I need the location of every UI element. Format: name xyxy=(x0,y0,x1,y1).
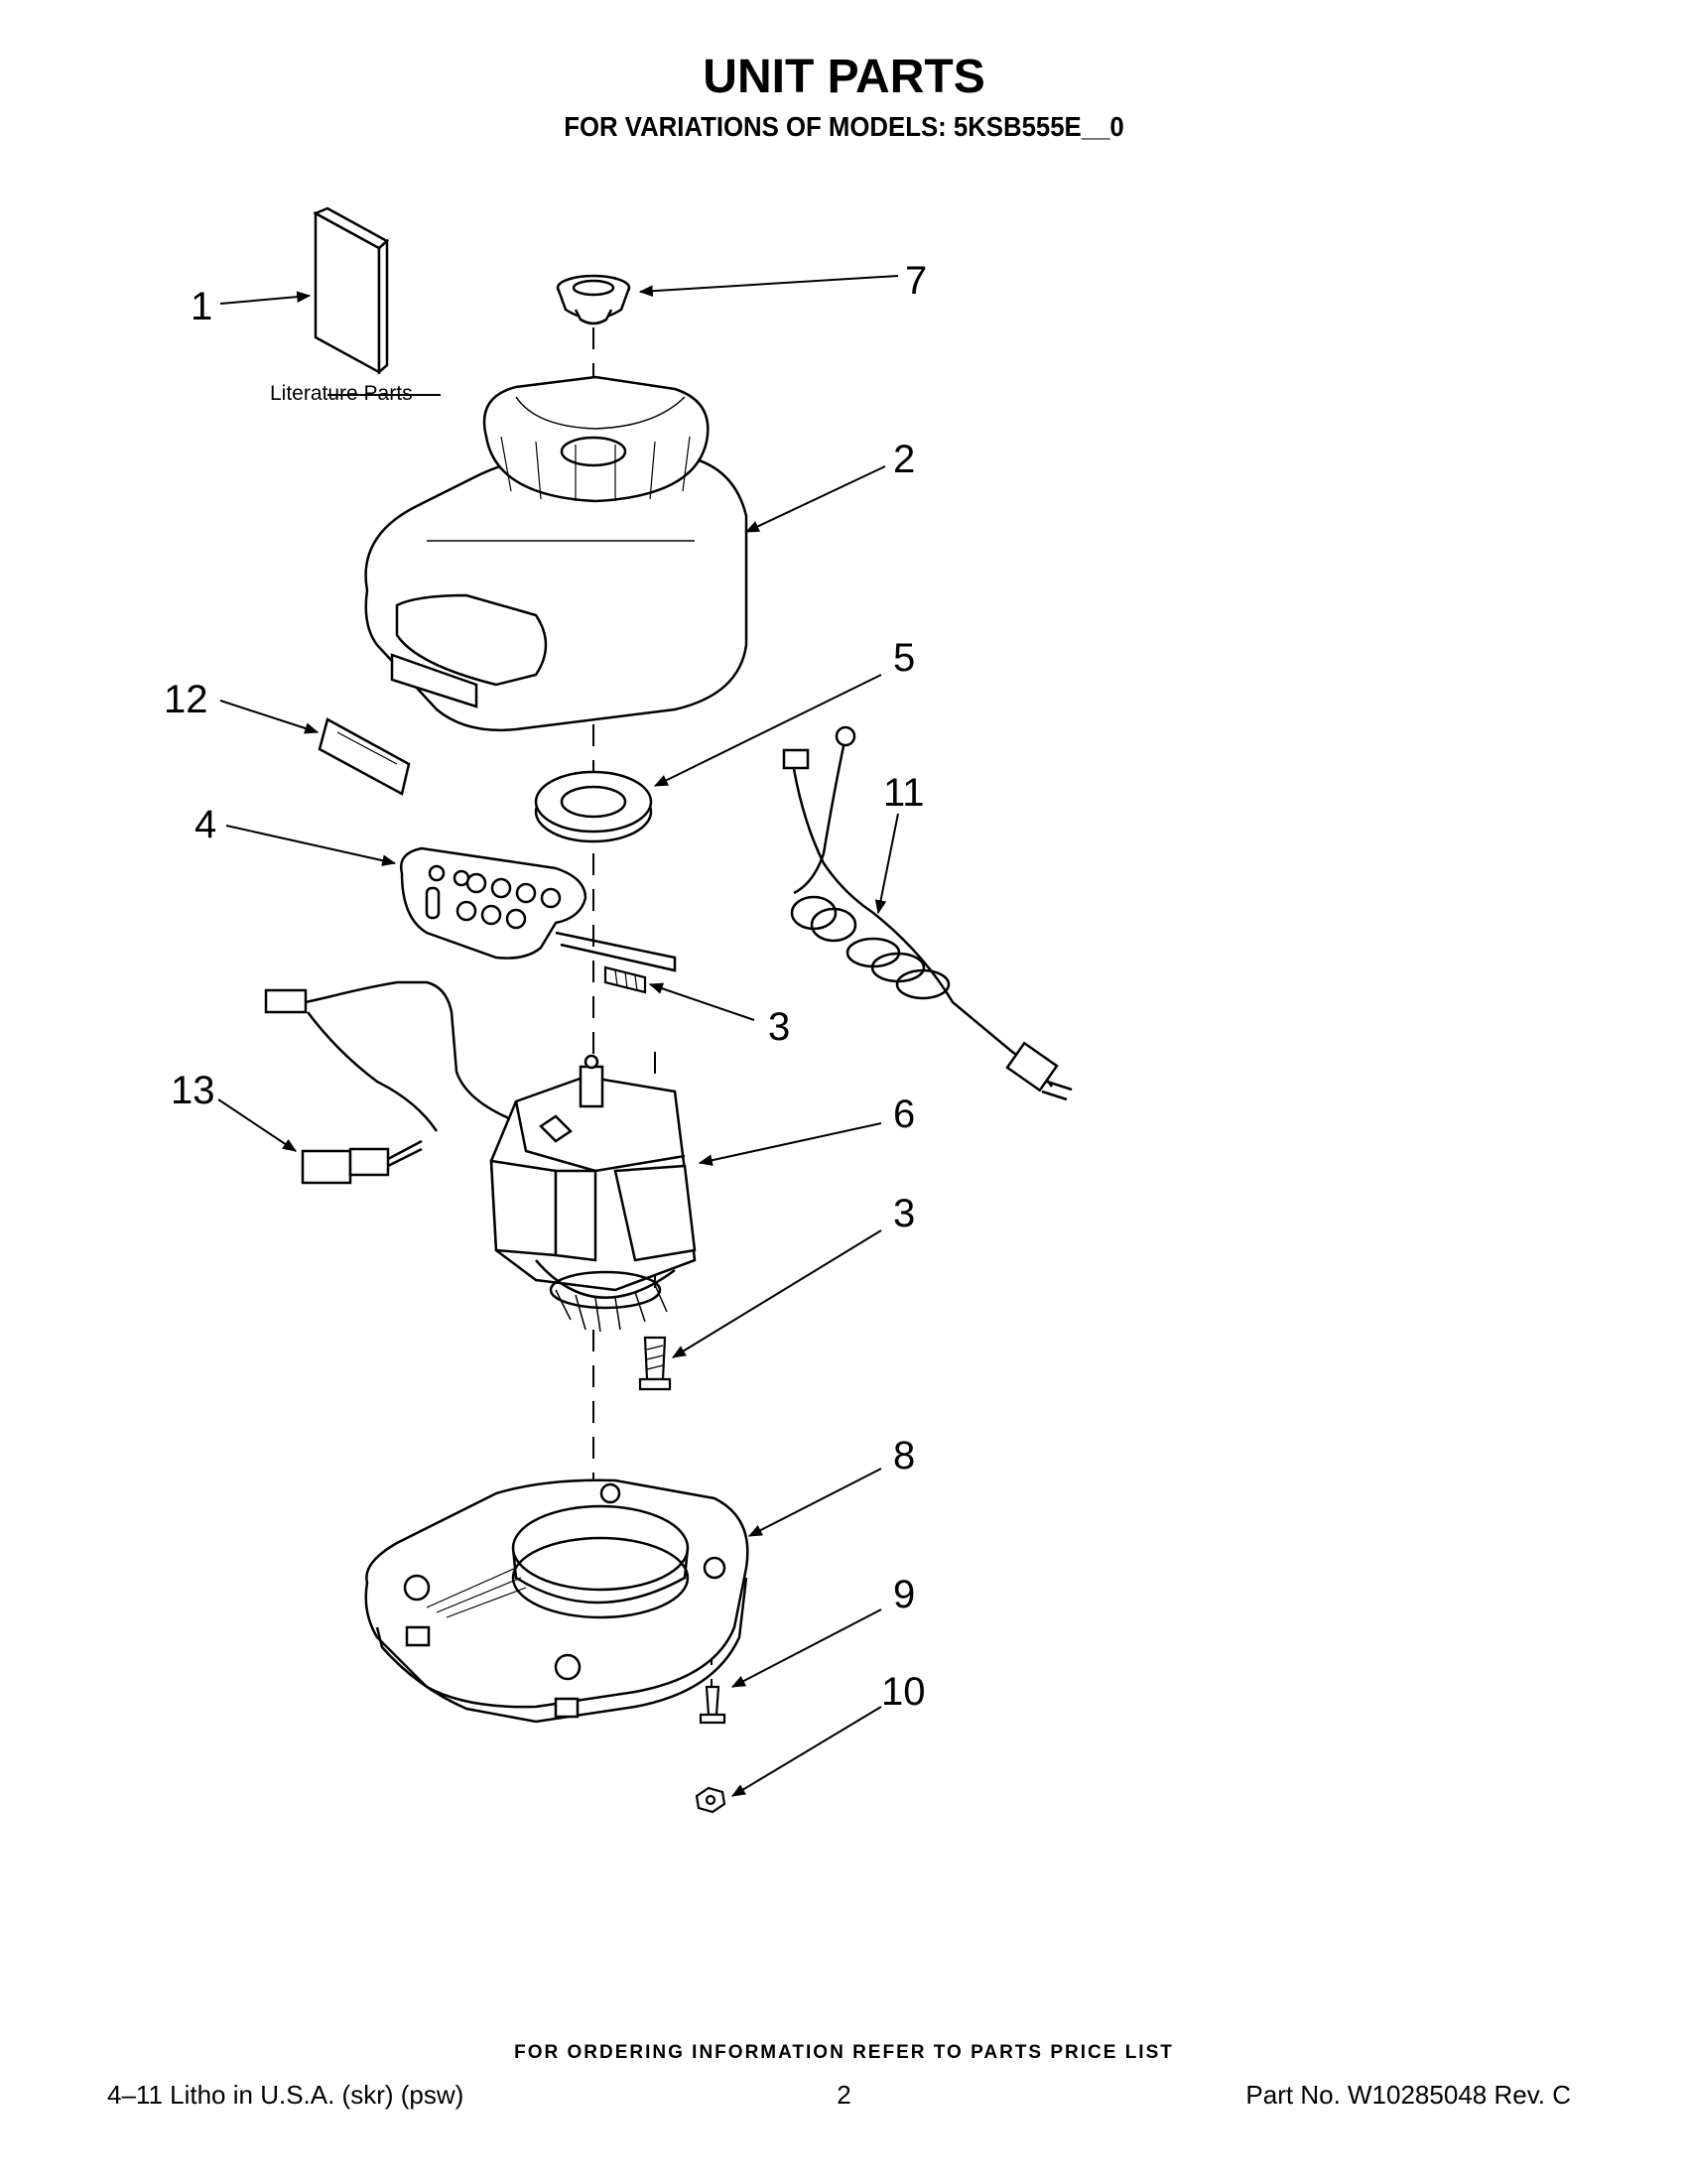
litho-text: 4–11 Litho in U.S.A. (skr) (psw) xyxy=(107,2080,464,2110)
screw-upper-part xyxy=(605,967,645,992)
callout-3-upper: 3 xyxy=(768,1005,790,1049)
callout-4: 4 xyxy=(195,803,216,846)
page-title: UNIT PARTS xyxy=(703,51,985,103)
badge-part xyxy=(320,719,409,794)
power-cord-part xyxy=(784,727,1072,1099)
leader-arrows xyxy=(217,275,899,1797)
nut-part xyxy=(697,1788,724,1812)
callout-9: 9 xyxy=(893,1573,915,1616)
base-part xyxy=(366,1480,748,1722)
callout-3-lower: 3 xyxy=(893,1192,915,1235)
screw-lower-part xyxy=(640,1338,670,1389)
wire-harness-part xyxy=(266,982,516,1183)
motor-part xyxy=(491,1056,695,1332)
callout-1: 1 xyxy=(191,285,212,328)
callout-5: 5 xyxy=(893,636,915,680)
drive-coupler-part xyxy=(558,276,629,323)
callout-10: 10 xyxy=(881,1670,926,1714)
screw-base-part xyxy=(701,1687,724,1723)
gasket-part xyxy=(536,772,651,841)
control-panel-part xyxy=(401,848,675,970)
callout-2: 2 xyxy=(893,438,915,481)
callout-labels: 1 7 2 12 5 11 4 3 13 6 3 8 9 10 Literatu… xyxy=(164,259,927,1714)
page-subtitle: FOR VARIATIONS OF MODELS: 5KSB555E__0 xyxy=(564,111,1124,142)
callout-13: 13 xyxy=(171,1069,215,1112)
literature-book-part xyxy=(316,208,387,372)
callout-11: 11 xyxy=(883,771,925,815)
part-number: Part No. W10285048 Rev. C xyxy=(1245,2080,1571,2110)
callout-6: 6 xyxy=(893,1092,915,1136)
callout-8: 8 xyxy=(893,1434,915,1477)
ordering-note: FOR ORDERING INFORMATION REFER TO PARTS … xyxy=(514,2042,1174,2063)
page-number: 2 xyxy=(837,2080,851,2110)
callout-7: 7 xyxy=(905,259,927,303)
blender-housing-part xyxy=(366,377,746,730)
literature-parts-label: Literature Parts xyxy=(270,382,413,405)
callout-12: 12 xyxy=(164,678,208,721)
